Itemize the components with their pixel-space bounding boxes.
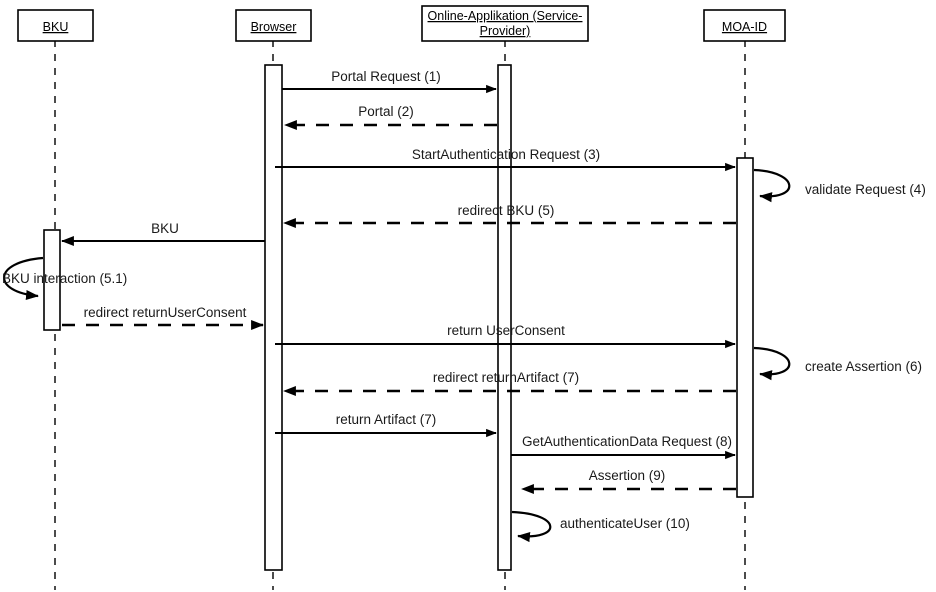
participant-header-bku[interactable]: BKU <box>17 9 94 42</box>
participant-box-browser[interactable] <box>235 9 312 42</box>
participant-label-moaid: MOA-ID <box>722 20 767 34</box>
message-label-redirect-return-artifact: redirect returnArtifact (7) <box>433 370 579 385</box>
participant-header-oa[interactable]: Online-Applikation (Service- Provider) <box>421 5 589 42</box>
participant-label-bku: BKU <box>43 20 69 34</box>
message-arrow-create-assertion[interactable] <box>753 346 791 381</box>
participant-header-browser[interactable]: Browser <box>235 9 312 42</box>
activation-bars-group <box>43 64 754 571</box>
message-redirect-return-user-consent[interactable]: redirect returnUserConsent <box>62 305 264 331</box>
message-arrow-validate-request[interactable] <box>753 168 791 203</box>
message-assertion[interactable]: Assertion (9) <box>521 468 736 495</box>
participant-box-oa[interactable] <box>421 5 589 42</box>
participant-box-bku[interactable] <box>17 9 94 42</box>
message-portal-response[interactable]: Portal (2) <box>284 104 497 131</box>
activation-oa-top[interactable] <box>497 64 512 571</box>
participant-label-browser: Browser <box>251 20 297 34</box>
message-validate-request[interactable]: validate Request (4) <box>753 168 926 203</box>
activation-bku[interactable] <box>43 229 61 331</box>
message-redirect-return-artifact[interactable]: redirect returnArtifact (7) <box>283 370 736 397</box>
participant-label-oa: Online-Applikation (Service- <box>428 9 583 23</box>
message-bku-interaction[interactable]: BKU interaction (5.1) <box>2 256 127 300</box>
participant-box-moaid[interactable] <box>703 9 786 42</box>
message-label-create-assertion: create Assertion (6) <box>805 359 922 374</box>
message-label-bku: BKU <box>151 221 179 236</box>
message-get-authentication-data-request[interactable]: GetAuthenticationData Request (8) <box>511 434 736 460</box>
message-start-authentication-request[interactable]: StartAuthentication Request (3) <box>275 147 736 172</box>
message-label-get-authentication-data-request: GetAuthenticationData Request (8) <box>522 434 732 449</box>
message-redirect-bku[interactable]: redirect BKU (5) <box>283 203 736 229</box>
message-label-return-artifact: return Artifact (7) <box>336 412 437 427</box>
message-label-return-user-consent: return UserConsent <box>447 323 565 338</box>
message-arrow-authenticate-user[interactable] <box>511 510 552 543</box>
message-label-portal-request: Portal Request (1) <box>331 69 441 84</box>
message-label-assertion: Assertion (9) <box>589 468 666 483</box>
message-return-user-consent[interactable]: return UserConsent <box>275 323 736 349</box>
message-label-redirect-bku: redirect BKU (5) <box>458 203 555 218</box>
message-label-portal-response: Portal (2) <box>358 104 414 119</box>
message-label-start-authentication-request: StartAuthentication Request (3) <box>412 147 600 162</box>
participant-label-oa-line2: Provider) <box>480 24 531 38</box>
participant-header-moaid[interactable]: MOA-ID <box>703 9 786 42</box>
message-authenticate-user[interactable]: authenticateUser (10) <box>511 510 690 543</box>
message-arrow-bku-interaction[interactable] <box>3 256 44 300</box>
message-bku[interactable]: BKU <box>61 221 265 247</box>
activation-browser[interactable] <box>264 64 283 571</box>
message-create-assertion[interactable]: create Assertion (6) <box>753 346 922 381</box>
message-portal-request[interactable]: Portal Request (1) <box>282 69 497 94</box>
message-label-validate-request: validate Request (4) <box>805 182 926 197</box>
message-label-redirect-return-user-consent: redirect returnUserConsent <box>84 305 247 320</box>
message-label-bku-interaction: BKU interaction (5.1) <box>2 271 127 286</box>
activation-moaid[interactable] <box>736 157 754 498</box>
message-label-authenticate-user: authenticateUser (10) <box>560 516 690 531</box>
message-return-artifact[interactable]: return Artifact (7) <box>275 412 497 438</box>
